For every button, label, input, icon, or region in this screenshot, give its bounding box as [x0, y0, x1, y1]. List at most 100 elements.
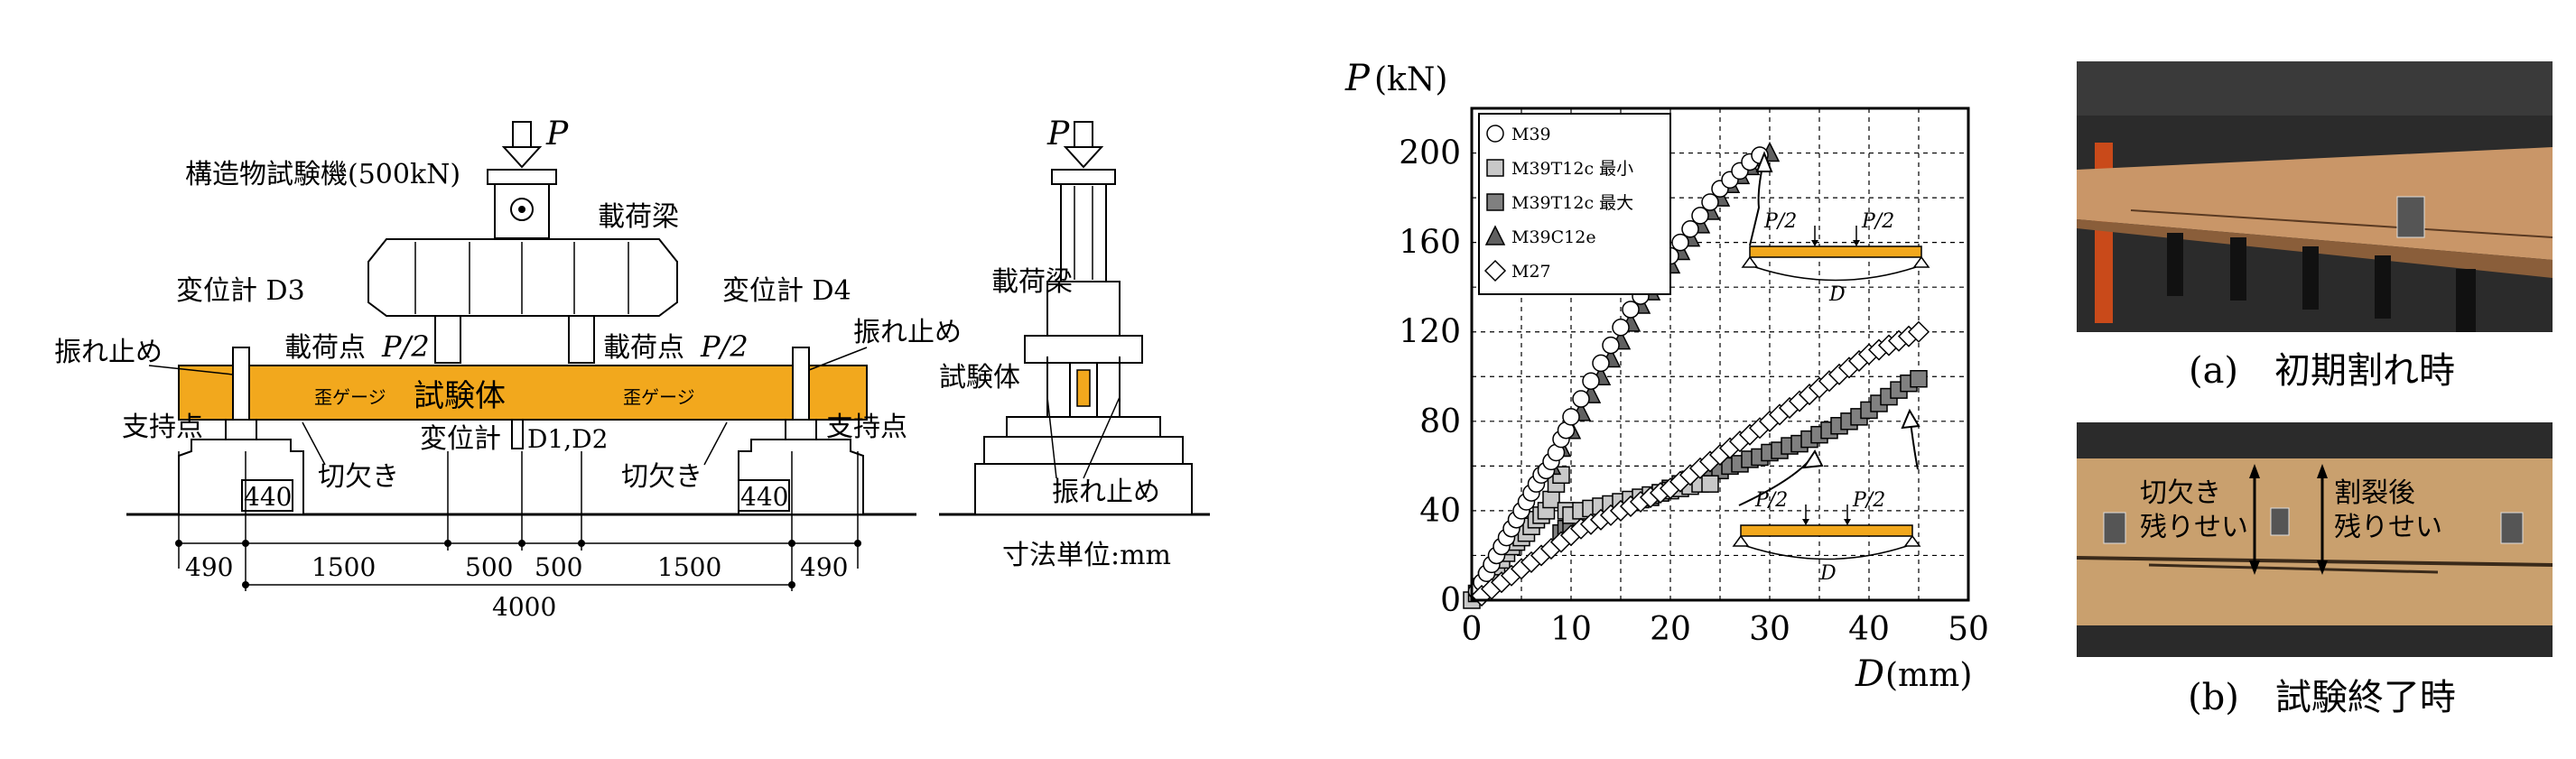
legend-label: M39T12c 最小 [1511, 159, 1633, 179]
dim-490-right: 490 [800, 552, 848, 582]
chart-marks [1463, 141, 1930, 609]
x-axis-variable: D [1855, 653, 1884, 695]
machine-head [487, 169, 557, 185]
specimen-label: 試験体 [414, 378, 506, 414]
data-point [1681, 220, 1699, 238]
inset-beam-lower [1732, 504, 1921, 560]
x-tick-label: 10 [1550, 611, 1592, 648]
dim-total: 4000 [492, 592, 556, 622]
gauge-d3-label: 変位計 D3 [176, 275, 305, 307]
x-tick-label: 40 [1848, 611, 1890, 648]
test-setup-svg: P 構造物試験機(500kN) 載荷梁 試験体 歪ゲージ 歪ゲージ 変位計 D3… [54, 116, 1210, 622]
notch-right-label: 切欠き [621, 461, 702, 493]
x-tick-label: 30 [1749, 611, 1790, 648]
photo-initial-crack [2077, 61, 2553, 332]
inset-upper-half-p-left: P/2 [1763, 210, 1797, 233]
data-point [1691, 207, 1709, 225]
half-p-right-label: P/2 [700, 329, 749, 364]
legend-marker [1486, 159, 1504, 177]
data-point [1701, 475, 1719, 493]
dim-440-right: 440 [740, 482, 788, 512]
dim-490-left: 490 [185, 552, 233, 582]
caption-b: (b) 試験終了時 [2188, 677, 2456, 718]
plot-frame [1470, 106, 1970, 602]
load-point-left-label: 載荷点 [284, 332, 366, 364]
data-point [1622, 301, 1640, 319]
inset-upper-half-p-right: P/2 [1861, 210, 1894, 233]
data-point [1910, 370, 1928, 388]
load-point-right [568, 315, 595, 364]
inset-lower-half-p-left: P/2 [1754, 489, 1788, 512]
legend-box [1478, 113, 1671, 295]
notch-residual-line2: 残りせい [2140, 512, 2248, 543]
y-axis-variable: P [1344, 58, 1371, 99]
data-point [1701, 193, 1719, 211]
machine-label: 構造物試験機(500kN) [185, 159, 460, 190]
dim-440-left: 440 [244, 482, 292, 512]
x-axis-unit: (mm) [1885, 657, 1972, 694]
data-point [1602, 336, 1620, 355]
load-p-label: P [545, 116, 569, 153]
data-point [1592, 354, 1610, 373]
y-tick-label: 200 [1399, 135, 1461, 172]
dim-500-right: 500 [535, 552, 582, 582]
units-label: 寸法単位:mm [1002, 540, 1171, 571]
data-point [1562, 408, 1580, 426]
loading-beam [367, 238, 678, 317]
data-point [1572, 390, 1590, 408]
dim-1500-left: 1500 [312, 552, 376, 582]
specimen-beam [178, 365, 868, 421]
legend-label: M27 [1511, 262, 1551, 282]
side-view [974, 121, 1193, 515]
gauge-d4-label: 変位計 D4 [722, 275, 851, 307]
data-point [1612, 319, 1630, 337]
side-load-p-label: P [1046, 116, 1070, 153]
brace-left-label: 振れ止め [54, 337, 163, 368]
photo-panel: (a) 初期割れ時 切欠き 残りせい 割裂後 残りせい (b) 試験終了時 [2068, 0, 2576, 755]
center-gauge-label: 変位計 [420, 423, 501, 455]
y-tick-label: 40 [1419, 493, 1461, 530]
data-point [1582, 372, 1600, 390]
inset-upper-d: D [1828, 283, 1846, 306]
d1d2-label: D1,D2 [527, 424, 608, 454]
y-tick-label: 160 [1399, 225, 1461, 262]
load-point-left [434, 315, 461, 364]
side-loading-beam-label: 載荷梁 [991, 266, 1073, 298]
y-tick-label: 120 [1399, 314, 1461, 351]
test-setup-diagram: P 構造物試験機(500kN) 載荷梁 試験体 歪ゲージ 歪ゲージ 変位計 D3… [0, 0, 1237, 755]
data-point [1671, 233, 1689, 252]
half-p-left-label: P/2 [381, 329, 430, 364]
strain-gauge-right-label: 歪ゲージ [623, 386, 695, 408]
legend-label: M39T12c 最大 [1511, 193, 1633, 213]
brace-right-label: 振れ止め [853, 317, 962, 348]
data-point [1907, 320, 1930, 343]
x-tick-label: 20 [1650, 611, 1691, 648]
dim-1500-right: 1500 [657, 552, 721, 582]
load-point-right-label: 載荷点 [603, 332, 684, 364]
strain-gauge-left-label: 歪ゲージ [314, 386, 386, 408]
side-specimen-label: 試験体 [939, 362, 1020, 393]
y-axis-unit: (kN) [1374, 61, 1447, 98]
notch-left-label: 切欠き [318, 461, 399, 493]
series-M27 [1470, 320, 1930, 607]
data-point [1542, 490, 1560, 509]
support-left-label: 支持点 [122, 412, 203, 443]
inset-lower-half-p-right: P/2 [1852, 489, 1885, 512]
legend-label: M39 [1511, 125, 1551, 144]
x-tick-label: 0 [1462, 611, 1483, 648]
legend-marker [1484, 225, 1506, 245]
legend-marker [1486, 193, 1504, 211]
x-tick-label: 50 [1948, 611, 1989, 648]
y-tick-label: 0 [1440, 582, 1461, 619]
photo-test-end: 切欠き 残りせい 割裂後 残りせい [2077, 422, 2553, 657]
center-gauge [511, 419, 524, 449]
legend-marker [1486, 125, 1504, 143]
inset-beam-upper [1741, 226, 1930, 282]
split-residual-line2: 残りせい [2334, 512, 2442, 543]
caption-a: (a) 初期割れ時 [2188, 350, 2456, 392]
side-brace-label: 振れ止め [1052, 477, 1160, 508]
